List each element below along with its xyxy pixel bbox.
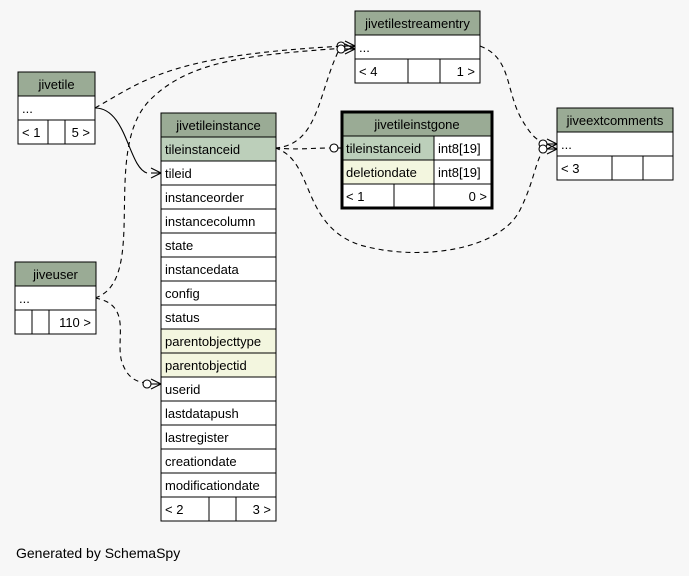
column-tileinstanceid-cell	[341, 135, 435, 161]
table-title: jivetilestreamentry	[364, 16, 470, 31]
column-name: ...	[359, 40, 370, 55]
table-frame	[340, 110, 494, 210]
optional-one-marker	[329, 143, 342, 153]
column-name: deletiondate	[346, 165, 417, 180]
column-type: int8[19]	[438, 141, 481, 156]
footer-parents-count-cell	[341, 183, 395, 209]
connector-jivetile-jivetileinstance	[94, 107, 148, 174]
table-frame	[556, 107, 674, 181]
connector-jivetile-jivetilestreamentry	[94, 45, 346, 109]
footer-children-count: 5 >	[72, 125, 90, 140]
column-parentobjectid-cell	[160, 352, 277, 378]
column-name: ...	[561, 137, 572, 152]
crows-foot-streamentry-marker-b	[336, 43, 356, 55]
relationship-markers	[142, 40, 558, 390]
table-jivetileinstgone[interactable]: jivetileinstgone int8[19] tileinstanceid in…	[340, 110, 494, 210]
table-title: jivetileinstance	[175, 118, 261, 133]
footer-parents-count-cell	[14, 309, 33, 335]
table-frame	[17, 71, 96, 145]
crows-foot-tileid-marker	[150, 167, 162, 179]
column-tileinstanceid-type-cell	[433, 135, 493, 161]
footer-parents-count: < 2	[165, 502, 183, 517]
column-name: modificationdate	[165, 478, 260, 493]
crows-foot-userid-marker	[142, 378, 162, 390]
column-name: config	[165, 286, 200, 301]
column-name: lastregister	[165, 430, 229, 445]
table-jivetileinstance[interactable]: jivetileinstance tileinstanceid tileid inst…	[160, 112, 277, 522]
footer-spacer-cell	[393, 183, 435, 209]
column-name: instanceorder	[165, 190, 244, 205]
table-header	[160, 112, 277, 138]
tables-layer: jivetile... < 1 5 > jiveuser... 110 > jivetil…	[14, 10, 674, 522]
table-frame	[14, 261, 97, 335]
table-jiveextcomments[interactable]: jiveextcomments... < 3	[556, 107, 674, 181]
footer-children-count-cell	[642, 155, 674, 181]
column-name: tileinstanceid	[346, 141, 421, 156]
footer-parents-count: < 1	[346, 189, 364, 204]
column-name: parentobjecttype	[165, 334, 261, 349]
column-name: ...	[19, 291, 30, 306]
table-jivetile[interactable]: jivetile... < 1 5 >	[17, 71, 96, 145]
column-tileinstanceid-cell	[160, 136, 277, 162]
column-more-cell	[556, 131, 674, 157]
table-title: jiveextcomments	[566, 113, 664, 128]
column-name: tileid	[165, 166, 192, 181]
footer-children-count: 1 >	[457, 64, 475, 79]
column-name: instancecolumn	[165, 214, 255, 229]
table-title: jivetileinstgone	[373, 117, 459, 132]
footer-children-count-cell	[433, 183, 493, 209]
table-title: jivetile	[37, 77, 74, 92]
footer-children-count: 0 >	[469, 189, 487, 204]
table-jivetilestreamentry[interactable]: jivetilestreamentry... < 4 1 >	[354, 10, 481, 84]
footer-parents-count: < 4	[359, 64, 377, 79]
connector-jivetileinstance-jivetilestreamentry	[274, 51, 339, 149]
column-name: ...	[22, 101, 33, 116]
footer-children-count: 110 >	[59, 315, 91, 330]
connector-jiveuser-jivetileinstance	[94, 297, 148, 384]
column-userid-cell	[160, 376, 277, 402]
column-name: lastdatapush	[165, 406, 239, 421]
footer-parents-count-cell	[556, 155, 613, 181]
footer-parents-count: < 3	[561, 161, 579, 176]
footer-spacer-cell	[611, 155, 644, 181]
footer-spacer-cell	[407, 58, 441, 84]
column-modificationdate-cell	[160, 472, 277, 498]
table-jiveuser[interactable]: jiveuser... 110 >	[14, 261, 97, 335]
table-frame	[354, 10, 481, 84]
table-frame	[160, 112, 277, 522]
crows-foot-extcomments-marker-b	[538, 143, 558, 155]
footer-children-count-cell	[439, 58, 481, 84]
column-name: userid	[165, 382, 200, 397]
footer-spacer-cell	[208, 496, 237, 522]
generated-by-footer: Generated by SchemaSpy	[16, 545, 181, 561]
footer-spacer-cell	[31, 309, 50, 335]
column-more-cell	[354, 34, 481, 60]
connector-jivetileinstance-jivetileinstgone	[274, 147, 331, 150]
column-type: int8[19]	[438, 165, 481, 180]
footer-parents-count: < 1	[22, 125, 40, 140]
column-name: creationdate	[165, 454, 237, 469]
table-header	[341, 111, 493, 137]
connector-jivetileinstance-jiveextcomments	[274, 147, 546, 254]
footer-spacer-cell	[47, 119, 66, 145]
column-name: status	[165, 310, 200, 325]
column-parentobjecttype-cell	[160, 328, 277, 354]
column-instancedata-cell	[160, 256, 277, 282]
column-name: instancedata	[165, 262, 239, 277]
connector-jivetilestreamentry-jiveextcomments	[479, 45, 546, 144]
column-name: tileinstanceid	[165, 142, 240, 157]
connector-jiveuser-jivetilestreamentry	[94, 47, 346, 299]
relationship-connectors	[94, 45, 546, 384]
column-lastdatapush-cell	[160, 400, 277, 426]
column-name: state	[165, 238, 193, 253]
column-name: parentobjectid	[165, 358, 247, 373]
footer-children-count: 3 >	[253, 502, 271, 517]
table-title: jiveuser	[32, 267, 78, 282]
